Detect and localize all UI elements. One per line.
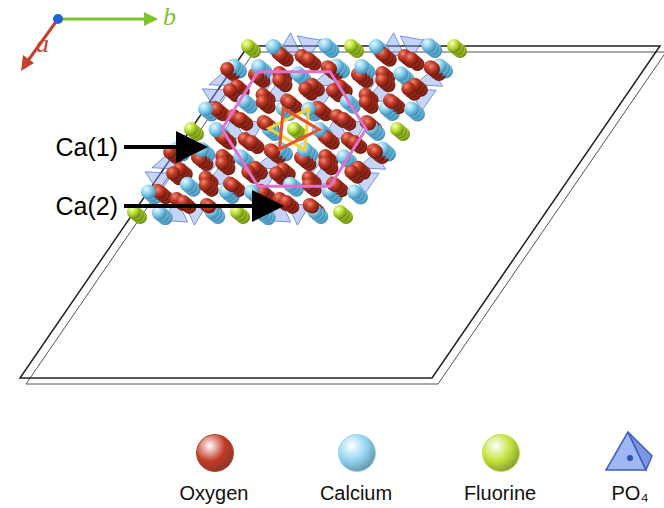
calcium-atom <box>283 177 298 192</box>
site-label: Ca(1) <box>56 135 119 160</box>
calcium-atom <box>198 102 213 117</box>
leader-arrow <box>124 145 200 149</box>
oxygen-atom <box>318 156 332 170</box>
calcium-atom <box>290 66 305 81</box>
oxygen-atom <box>375 73 389 87</box>
legend-label: Oxygen <box>180 483 249 503</box>
oxygen-atom <box>344 165 358 179</box>
oxygen-atom <box>298 82 312 96</box>
calcium-atom <box>369 39 384 54</box>
oxygen-atom <box>305 200 319 214</box>
oxygen-atom <box>220 62 234 76</box>
oxygen-atom <box>166 166 180 180</box>
ca1-hexagon <box>222 72 366 186</box>
oxygen-atom <box>266 145 280 159</box>
oxygen-atom <box>223 83 237 97</box>
oxygen-atom <box>336 112 350 126</box>
site-polygons <box>222 72 366 186</box>
fluorine-atom <box>344 39 358 53</box>
fluorine-atom <box>333 205 347 219</box>
calcium-atom <box>141 185 156 200</box>
oxygen-atom <box>283 95 297 109</box>
calcium-atom <box>194 142 209 157</box>
fluorine-atom <box>184 122 198 136</box>
oxygen-atom <box>401 82 415 96</box>
legend-label: PO₄ <box>612 483 649 503</box>
leader-arrow <box>124 204 276 208</box>
legend-swatch <box>196 434 234 472</box>
fluorine-atom <box>287 122 301 136</box>
axis-label: a <box>36 31 49 57</box>
oxygen-atom <box>199 178 213 192</box>
ca2-triangle <box>279 108 319 149</box>
axis-label: b <box>163 4 176 30</box>
calcium-atom <box>266 39 281 54</box>
oxygen-atom <box>301 52 315 66</box>
oxygen-atom <box>256 95 270 109</box>
oxygen-atom <box>279 195 293 209</box>
calcium-atom <box>354 59 369 74</box>
oxygen-atom <box>404 52 418 66</box>
cell-back <box>26 52 664 384</box>
fluorine-atom <box>390 122 404 136</box>
legend-swatch <box>482 434 520 472</box>
oxygen-atom <box>386 95 400 109</box>
atom-layer <box>127 38 467 225</box>
b-axis <box>58 18 148 21</box>
fluorine-atom <box>447 39 461 53</box>
a-axis-head <box>21 55 34 71</box>
axis-origin <box>53 14 63 24</box>
calcium-atom <box>180 177 195 192</box>
calcium-atom <box>421 38 436 53</box>
calcium-atom <box>404 102 419 117</box>
fluorine-atom <box>241 39 255 53</box>
oxygen-atom <box>226 178 240 192</box>
oxygen-atom <box>215 156 229 170</box>
b-axis-head <box>144 12 158 26</box>
calcium-atom <box>318 38 333 53</box>
fluorine-atom <box>287 122 301 136</box>
oxygen-atom <box>244 135 258 149</box>
legend-swatch <box>338 434 376 472</box>
oxygen-atom <box>233 112 247 126</box>
oxygen-atom <box>426 62 440 76</box>
oxygen-atom <box>269 166 283 180</box>
po4-legend-symbol <box>606 432 652 470</box>
a-axis <box>27 19 58 62</box>
legend-label: Fluorine <box>464 483 536 503</box>
po4-layer <box>145 33 442 225</box>
calcium-atom <box>393 66 408 81</box>
oxygen-atom <box>359 95 373 109</box>
cell-front <box>20 46 660 378</box>
calcium-atom <box>347 185 362 200</box>
oxygen-atom <box>369 145 383 159</box>
site-label: Ca(2) <box>56 194 119 219</box>
legend-label: Calcium <box>320 483 392 503</box>
oxygen-atom <box>272 73 286 87</box>
